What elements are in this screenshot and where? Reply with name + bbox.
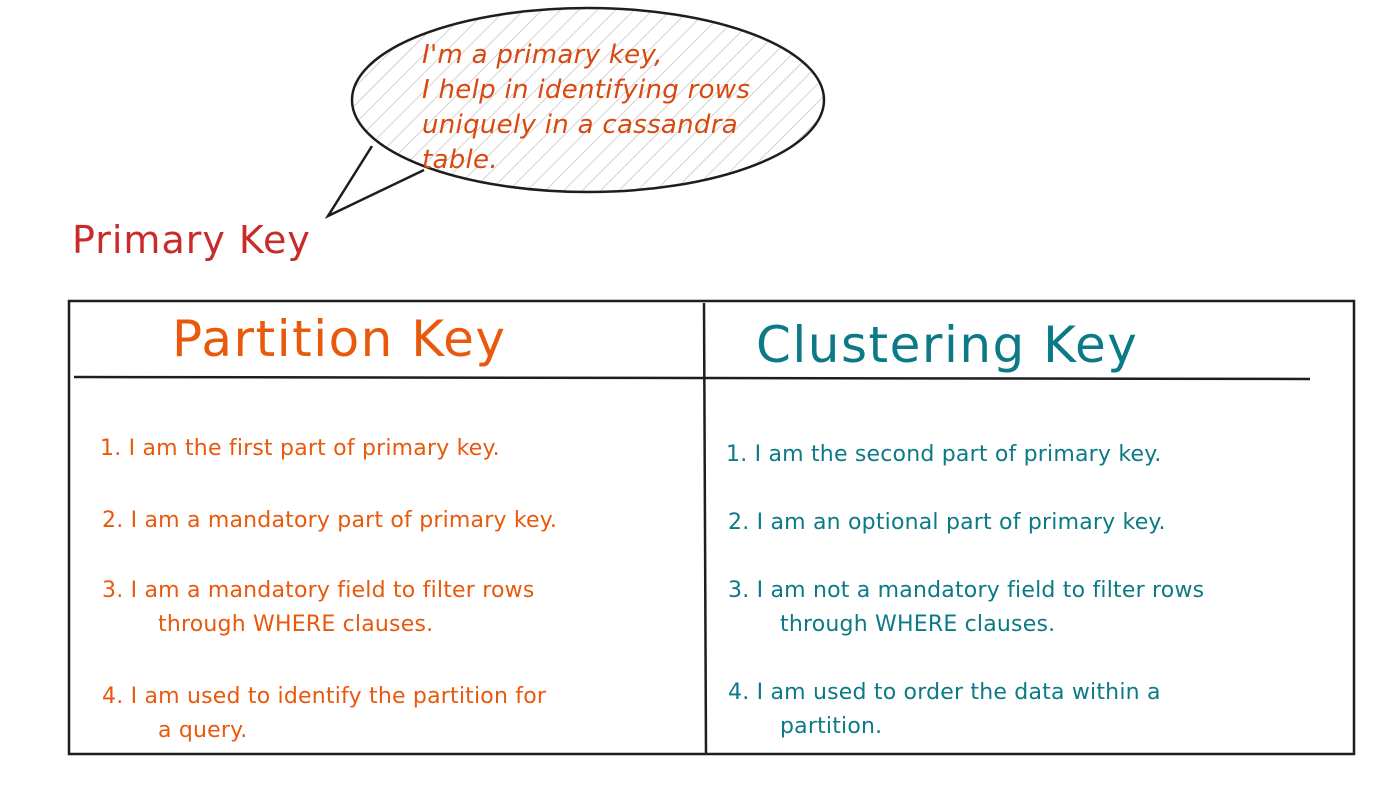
partition-item: 2. I am a mandatory part of primary key. (102, 504, 557, 538)
clustering-item-text: 4. I am used to order the data within a (728, 680, 1161, 705)
bubble-line: I'm a primary key, (422, 40, 663, 70)
table-header-divider (73, 375, 1311, 381)
bubble-line: uniquely in a cassandra (422, 110, 738, 140)
partition-item-text: 2. I am a mandatory part of primary key. (102, 508, 558, 533)
partition-item-text: 1. I am the first part of primary key. (100, 436, 500, 461)
clustering-item: 3. I am not a mandatory field to filter … (728, 574, 1204, 642)
clustering-item-text: 3. I am not a mandatory field to filter … (728, 578, 1205, 603)
speech-bubble-tail (324, 145, 425, 219)
bubble-line: I help in identifying rows (422, 75, 751, 105)
speech-bubble-text: I'm a primary key, I help in identifying… (422, 38, 782, 178)
clustering-item-continuation: through WHERE clauses. (780, 612, 1056, 637)
clustering-item-continuation: partition. (780, 714, 883, 739)
clustering-item: 2. I am an optional part of primary key. (728, 506, 1166, 540)
table-column-divider (702, 302, 708, 755)
clustering-key-title: Clustering Key (756, 316, 1139, 374)
partition-key-title: Partition Key (172, 310, 507, 368)
partition-item: 4. I am used to identify the partition f… (102, 680, 546, 748)
clustering-item: 1. I am the second part of primary key. (726, 438, 1162, 472)
partition-item-continuation: through WHERE clauses. (158, 612, 434, 637)
partition-item: 1. I am the first part of primary key. (100, 432, 500, 466)
partition-item-continuation: a query. (158, 718, 248, 743)
speech-bubble (350, 6, 826, 194)
partition-item-text: 4. I am used to identify the partition f… (102, 684, 547, 709)
partition-item: 3. I am a mandatory field to filter rows… (102, 574, 534, 642)
primary-key-label: Primary Key (72, 218, 311, 262)
clustering-item-text: 1. I am the second part of primary key. (726, 442, 1162, 467)
bubble-line: table. (422, 145, 498, 175)
comparison-table-border (67, 299, 1356, 756)
clustering-item-text: 2. I am an optional part of primary key. (728, 510, 1166, 535)
clustering-item: 4. I am used to order the data within a … (728, 676, 1161, 744)
partition-item-text: 3. I am a mandatory field to filter rows (102, 578, 535, 603)
